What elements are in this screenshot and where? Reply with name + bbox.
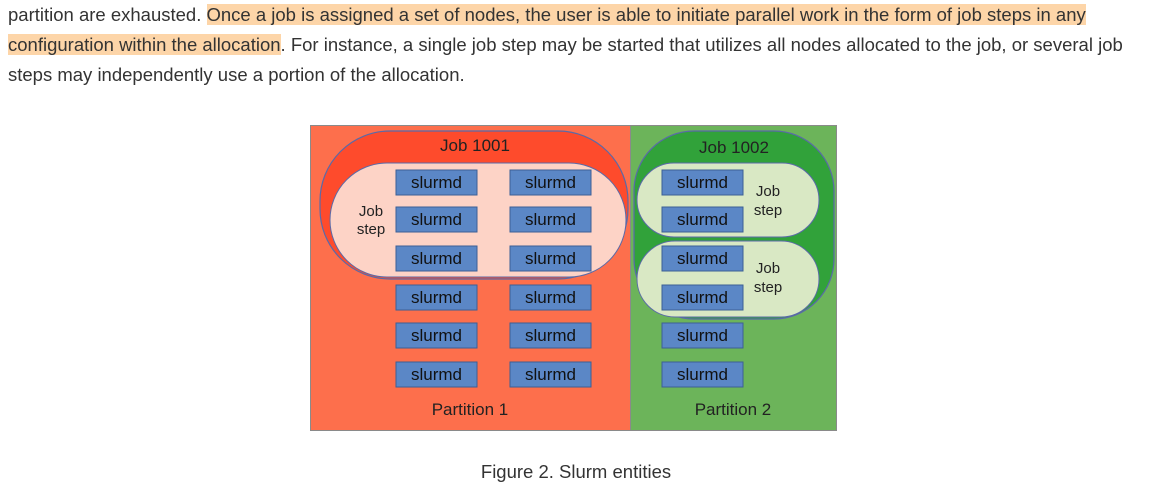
slurmd-node-label: slurmd <box>411 249 462 268</box>
slurmd-node <box>661 206 744 233</box>
job-step-a-label-line2: step <box>754 202 782 219</box>
paragraph-text-after: . For instance, a single job step may be… <box>8 34 1123 85</box>
job-step-a-label-line1: Job <box>756 183 780 200</box>
slurmd-node <box>661 169 744 196</box>
slurmd-node <box>661 284 744 311</box>
slurmd-node <box>509 206 592 233</box>
slurmd-node <box>509 322 592 349</box>
nodes-partition-1: slurmd slurmd slurmd slurmd slurmd slurm… <box>395 169 592 388</box>
slurmd-node <box>395 169 478 196</box>
slurmd-node-label: slurmd <box>525 288 576 307</box>
slurmd-node-label: slurmd <box>411 326 462 345</box>
slurmd-node <box>509 361 592 388</box>
job-step-label-line2: step <box>357 221 385 238</box>
paragraph-text-before: partition are exhausted. <box>8 4 207 25</box>
slurm-entities-diagram: Job 1001 Job step Job 1002 Job step Job … <box>310 125 838 431</box>
slurmd-node <box>509 169 592 196</box>
slurmd-node-label: slurmd <box>525 173 576 192</box>
slurmd-node-label: slurmd <box>677 173 728 192</box>
slurmd-node <box>395 361 478 388</box>
slurmd-node <box>395 322 478 349</box>
slurmd-node-label: slurmd <box>525 365 576 384</box>
slurmd-node <box>661 361 744 388</box>
slurmd-node <box>661 322 744 349</box>
slurmd-node <box>509 284 592 311</box>
slurmd-node-label: slurmd <box>411 210 462 229</box>
figure-caption: Figure 2. Slurm entities <box>480 461 672 482</box>
job-step-b-label-line2: step <box>754 279 782 296</box>
slurmd-node-label: slurmd <box>525 249 576 268</box>
slurmd-node-label: slurmd <box>677 210 728 229</box>
slurmd-node-label: slurmd <box>677 326 728 345</box>
job-1001-label: Job 1001 <box>440 136 510 155</box>
slurmd-node <box>395 206 478 233</box>
slurmd-node <box>395 245 478 272</box>
diagram-svg: Job 1001 Job step Job 1002 Job step Job … <box>310 125 837 431</box>
slurmd-node-label: slurmd <box>411 288 462 307</box>
slurmd-node <box>509 245 592 272</box>
slurmd-node-label: slurmd <box>411 173 462 192</box>
partition-2-label: Partition 2 <box>695 400 772 419</box>
slurmd-node-label: slurmd <box>411 365 462 384</box>
slurmd-node-label: slurmd <box>677 288 728 307</box>
slurmd-node-label: slurmd <box>525 326 576 345</box>
job-step-b-label-line1: Job <box>756 260 780 277</box>
slurmd-node-label: slurmd <box>677 365 728 384</box>
body-paragraph: partition are exhausted. Once a job is a… <box>8 0 1148 90</box>
slurmd-node-label: slurmd <box>677 249 728 268</box>
slurmd-node-label: slurmd <box>525 210 576 229</box>
nodes-partition-2: slurmd slurmd slurmd slurmd slurmd slurm… <box>661 169 744 388</box>
job-1002-label: Job 1002 <box>699 138 769 157</box>
slurmd-node <box>661 245 744 272</box>
partition-1-label: Partition 1 <box>432 400 509 419</box>
slurmd-node <box>395 284 478 311</box>
job-step-label-line1: Job <box>359 203 383 220</box>
